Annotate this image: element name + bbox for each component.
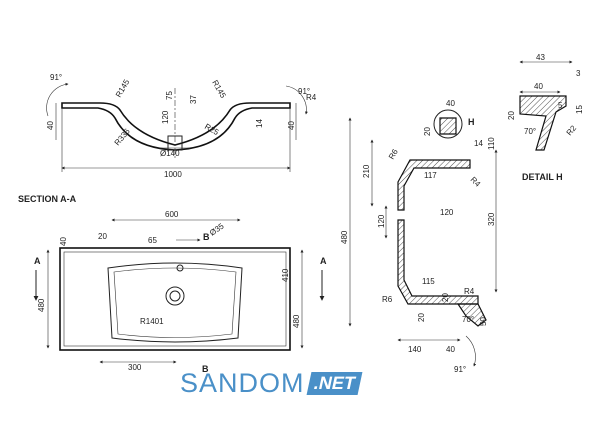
detail-dim-15: 15 bbox=[575, 105, 584, 114]
dim-40-right: 40 bbox=[287, 121, 296, 130]
dim-1000: 1000 bbox=[164, 170, 182, 179]
dim-480: 480 bbox=[340, 230, 349, 244]
detail-dim-3: 3 bbox=[576, 69, 581, 78]
dim-40-left: 40 bbox=[46, 121, 55, 130]
dim-20-bottom-b: 20 bbox=[441, 293, 450, 302]
detail-h-view: 43 3 40 20 5 15 70° R2 DETAIL H bbox=[507, 53, 584, 182]
dim-300: 300 bbox=[128, 363, 142, 372]
dim-20-bottom-a: 20 bbox=[417, 313, 426, 322]
basin-bowl bbox=[107, 262, 243, 343]
angle-arc-side bbox=[465, 335, 477, 367]
detail-h-section bbox=[519, 95, 567, 151]
dim-r4-top: R4 bbox=[469, 175, 483, 189]
dim-320: 320 bbox=[487, 212, 496, 226]
angle-arc-left bbox=[46, 82, 69, 117]
dim-d140: Ø140 bbox=[160, 149, 180, 158]
dim-120-left: 120 bbox=[377, 214, 386, 228]
dim-14: 14 bbox=[474, 139, 483, 148]
dim-angle-91: 91° bbox=[454, 365, 466, 374]
dim-110: 110 bbox=[487, 137, 496, 150]
upper-wall-section bbox=[397, 159, 471, 211]
dim-120: 120 bbox=[161, 110, 170, 124]
dim-75: 75 bbox=[165, 91, 174, 100]
label-b-bottom: B bbox=[202, 364, 209, 374]
front-edge-section bbox=[456, 303, 487, 327]
label-a-left: A bbox=[34, 256, 41, 266]
detail-dim-r2: R2 bbox=[565, 123, 579, 137]
plan-view: 600 40 20 65 Ø35 B 410 480 480 R1401 300… bbox=[33, 210, 327, 374]
dim-40-top: 40 bbox=[446, 99, 455, 108]
detail-label: DETAIL H bbox=[522, 172, 563, 182]
top-rim-section bbox=[439, 117, 457, 135]
section-label: SECTION A-A bbox=[18, 194, 77, 204]
dim-14: 14 bbox=[255, 119, 264, 128]
dim-angle-left: 91° bbox=[50, 73, 62, 82]
dim-r145-left: R145 bbox=[114, 77, 132, 99]
angle-arc-right bbox=[285, 85, 308, 115]
dim-r6-top: R6 bbox=[387, 147, 400, 161]
dim-r336: R336 bbox=[113, 126, 133, 147]
dim-20-top: 20 bbox=[423, 127, 432, 136]
logo-main-text: SANDOM bbox=[180, 367, 305, 398]
dim-r4: R4 bbox=[306, 93, 317, 102]
detail-h-circle bbox=[433, 109, 463, 139]
dim-480-left: 480 bbox=[37, 298, 46, 312]
sandom-logo: SANDOM .NET bbox=[180, 367, 362, 398]
dim-70-deg: 70° bbox=[462, 315, 474, 324]
detail-dim-20: 20 bbox=[507, 111, 516, 120]
label-a-right: A bbox=[320, 256, 327, 266]
detail-dim-40: 40 bbox=[534, 82, 543, 91]
dim-angle-right: 91° bbox=[298, 87, 310, 96]
dim-410: 410 bbox=[281, 268, 290, 282]
dim-r4-bottom: R4 bbox=[464, 287, 475, 296]
label-b-top: B bbox=[203, 232, 210, 242]
dim-600: 600 bbox=[165, 210, 179, 219]
dim-d35: Ø35 bbox=[208, 221, 226, 237]
top-profile-view: 91° 91° R4 R145 R145 75 37 120 R336 R25 … bbox=[46, 73, 317, 179]
dim-140: 140 bbox=[408, 345, 422, 354]
tap-hole bbox=[176, 264, 184, 272]
basin-outer-rect bbox=[59, 247, 291, 351]
dim-210: 210 bbox=[362, 164, 371, 178]
dim-40-bottom: 40 bbox=[446, 345, 455, 354]
dim-50: 50 bbox=[479, 317, 488, 326]
dim-115: 115 bbox=[422, 277, 435, 286]
dim-120-mid: 120 bbox=[440, 208, 454, 217]
side-section-view: H 480 210 120 320 110 40 20 14 R6 R4 117… bbox=[340, 99, 498, 374]
lower-wall-section bbox=[397, 219, 479, 305]
detail-dim-43: 43 bbox=[536, 53, 545, 62]
dim-r1401: R1401 bbox=[140, 317, 164, 326]
dim-65: 65 bbox=[148, 236, 157, 245]
dim-37: 37 bbox=[189, 95, 198, 104]
basin-section-outline bbox=[61, 102, 291, 151]
drain-circle bbox=[165, 286, 185, 306]
logo-net-badge: .NET bbox=[306, 371, 362, 395]
dim-r6-bottom: R6 bbox=[382, 295, 393, 304]
dim-20: 20 bbox=[98, 232, 107, 241]
dim-480-right: 480 bbox=[292, 314, 301, 328]
dim-40: 40 bbox=[59, 237, 68, 246]
label-h: H bbox=[468, 117, 475, 127]
dim-r145-right: R145 bbox=[210, 79, 228, 101]
detail-dim-70: 70° bbox=[524, 127, 536, 136]
dim-117: 117 bbox=[424, 171, 437, 180]
detail-dim-5: 5 bbox=[558, 101, 563, 110]
